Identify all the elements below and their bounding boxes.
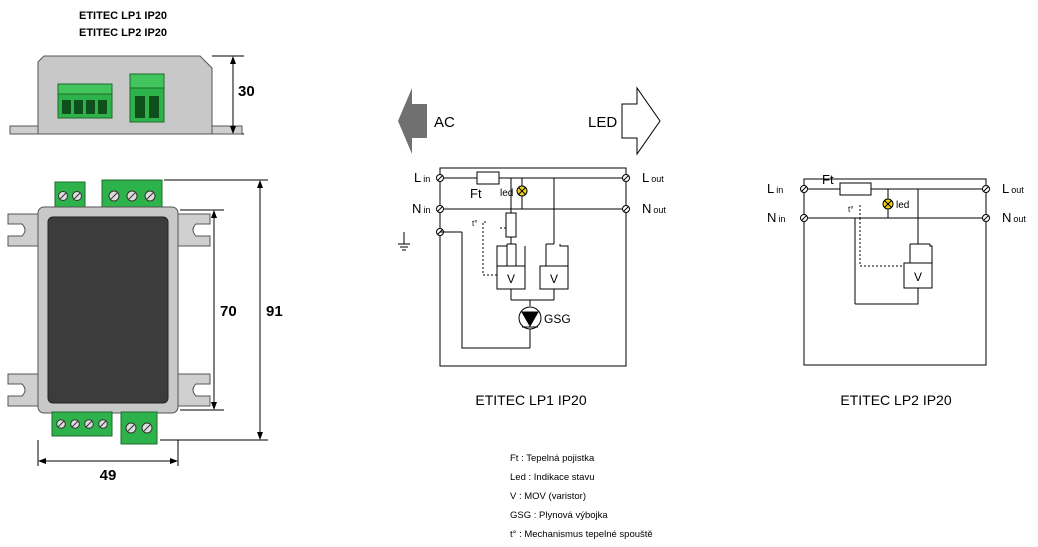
flow-arrows: AC LED <box>398 86 661 156</box>
product-title-1: ETITEC LP1 IP20 <box>79 10 167 22</box>
lp1-ft-label: Ft <box>470 186 482 201</box>
legend-item: t° : Mechanismus tepelné spouště <box>510 529 653 540</box>
lp2-ft-label: Ft <box>822 172 834 187</box>
lp1-v2-label: V <box>550 272 558 286</box>
dim-49-label: 49 <box>100 467 117 484</box>
legend-item: GSG : Plynová výbojka <box>510 510 608 521</box>
ear-bottom-left <box>7 373 43 407</box>
dim-91-label: 91 <box>266 303 283 320</box>
led-arrow-icon <box>621 86 661 156</box>
legend-item: Ft : Tepelná pojistka <box>510 453 595 464</box>
lp1-led-label: led <box>500 188 513 199</box>
dim-30-label: 30 <box>238 83 255 100</box>
ac-arrow-icon <box>398 88 427 154</box>
lp2-schematic <box>800 178 990 366</box>
lp1-schematic <box>398 167 630 367</box>
legend: Ft : Tepelná pojistka Led : Indikace sta… <box>510 453 653 540</box>
ear-top-left <box>7 213 43 247</box>
ac-label: AC <box>434 114 455 131</box>
lp2-t-label: t° <box>848 205 853 214</box>
legend-item: Led : Indikace stavu <box>510 472 595 483</box>
front-body <box>47 216 169 404</box>
lp1-caption: ETITEC LP1 IP20 <box>475 392 586 408</box>
lp2-v-label: V <box>914 270 922 284</box>
lp2-led-label: led <box>896 200 909 211</box>
side-view: ETITEC LP1 IP20 ETITEC LP2 IP20 30 <box>9 10 255 135</box>
lp1-v1-label: V <box>507 272 515 286</box>
dim-70-label: 70 <box>220 303 237 320</box>
product-title-2: ETITEC LP2 IP20 <box>79 27 167 39</box>
legend-item: V : MOV (varistor) <box>510 491 586 502</box>
ear-bottom-right <box>175 373 211 407</box>
led-label: LED <box>588 114 617 131</box>
lp2-caption: ETITEC LP2 IP20 <box>840 392 951 408</box>
lp1-gsg-label: GSG <box>544 312 571 326</box>
front-view: 70 91 49 <box>7 179 283 484</box>
lp1-t-label: t° <box>472 219 477 228</box>
ear-top-right <box>175 213 211 247</box>
